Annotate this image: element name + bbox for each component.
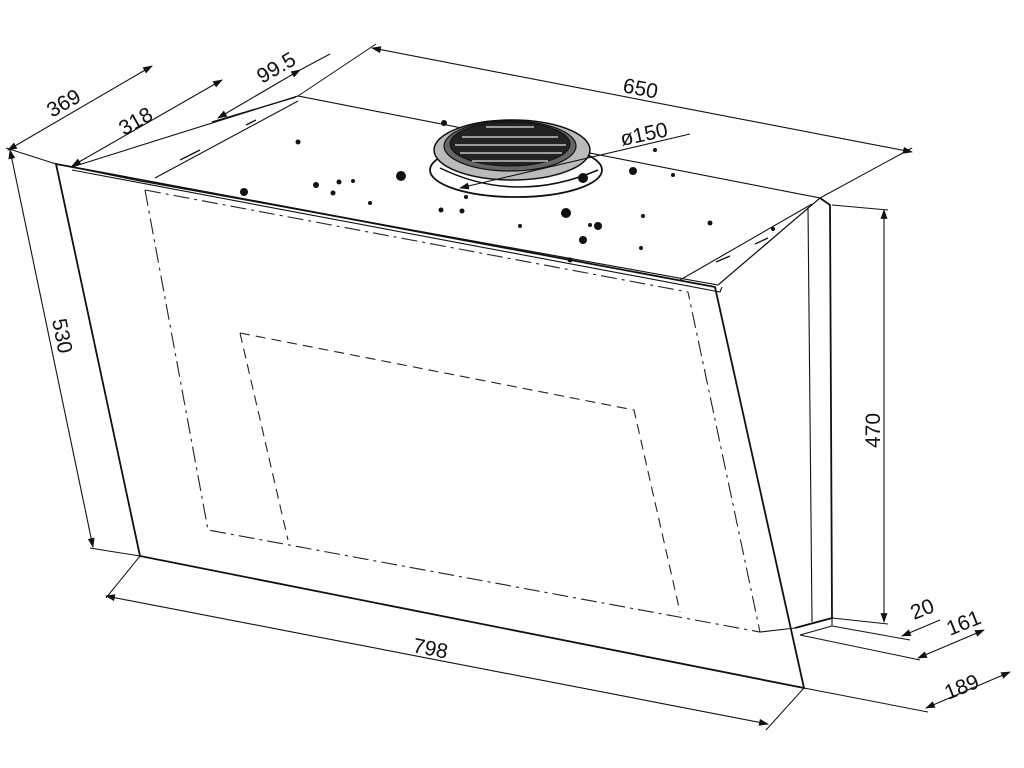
label-base-depth: 161 [943, 606, 984, 640]
label-width-top: 650 [621, 74, 660, 103]
back-box-edge [718, 198, 820, 285]
label-depth-total: 369 [43, 85, 85, 122]
back-box-side [795, 198, 832, 628]
label-offset-outlet: 99.5 [253, 48, 300, 88]
filter-outline-dashed-2 [240, 333, 288, 540]
glass-panel [56, 164, 804, 688]
label-height-back: 470 [862, 413, 885, 448]
deck-rim-2 [680, 204, 812, 280]
housing-top-dashed [145, 190, 688, 292]
outlet-collar [430, 120, 602, 197]
back-box-inner [808, 208, 812, 622]
label-depth-top: 318 [115, 103, 157, 140]
label-bottom-lip: 20 [907, 595, 937, 625]
bottom-lip [760, 618, 832, 635]
label-outlet-diameter: ø150 [618, 118, 670, 150]
hood-body [56, 96, 832, 688]
label-base-total: 189 [941, 670, 982, 704]
glass-top-edge [72, 170, 722, 292]
filter-outline-dashed [240, 333, 680, 612]
housing-outline-dashed [145, 190, 760, 632]
label-width-glass: 798 [411, 634, 450, 663]
